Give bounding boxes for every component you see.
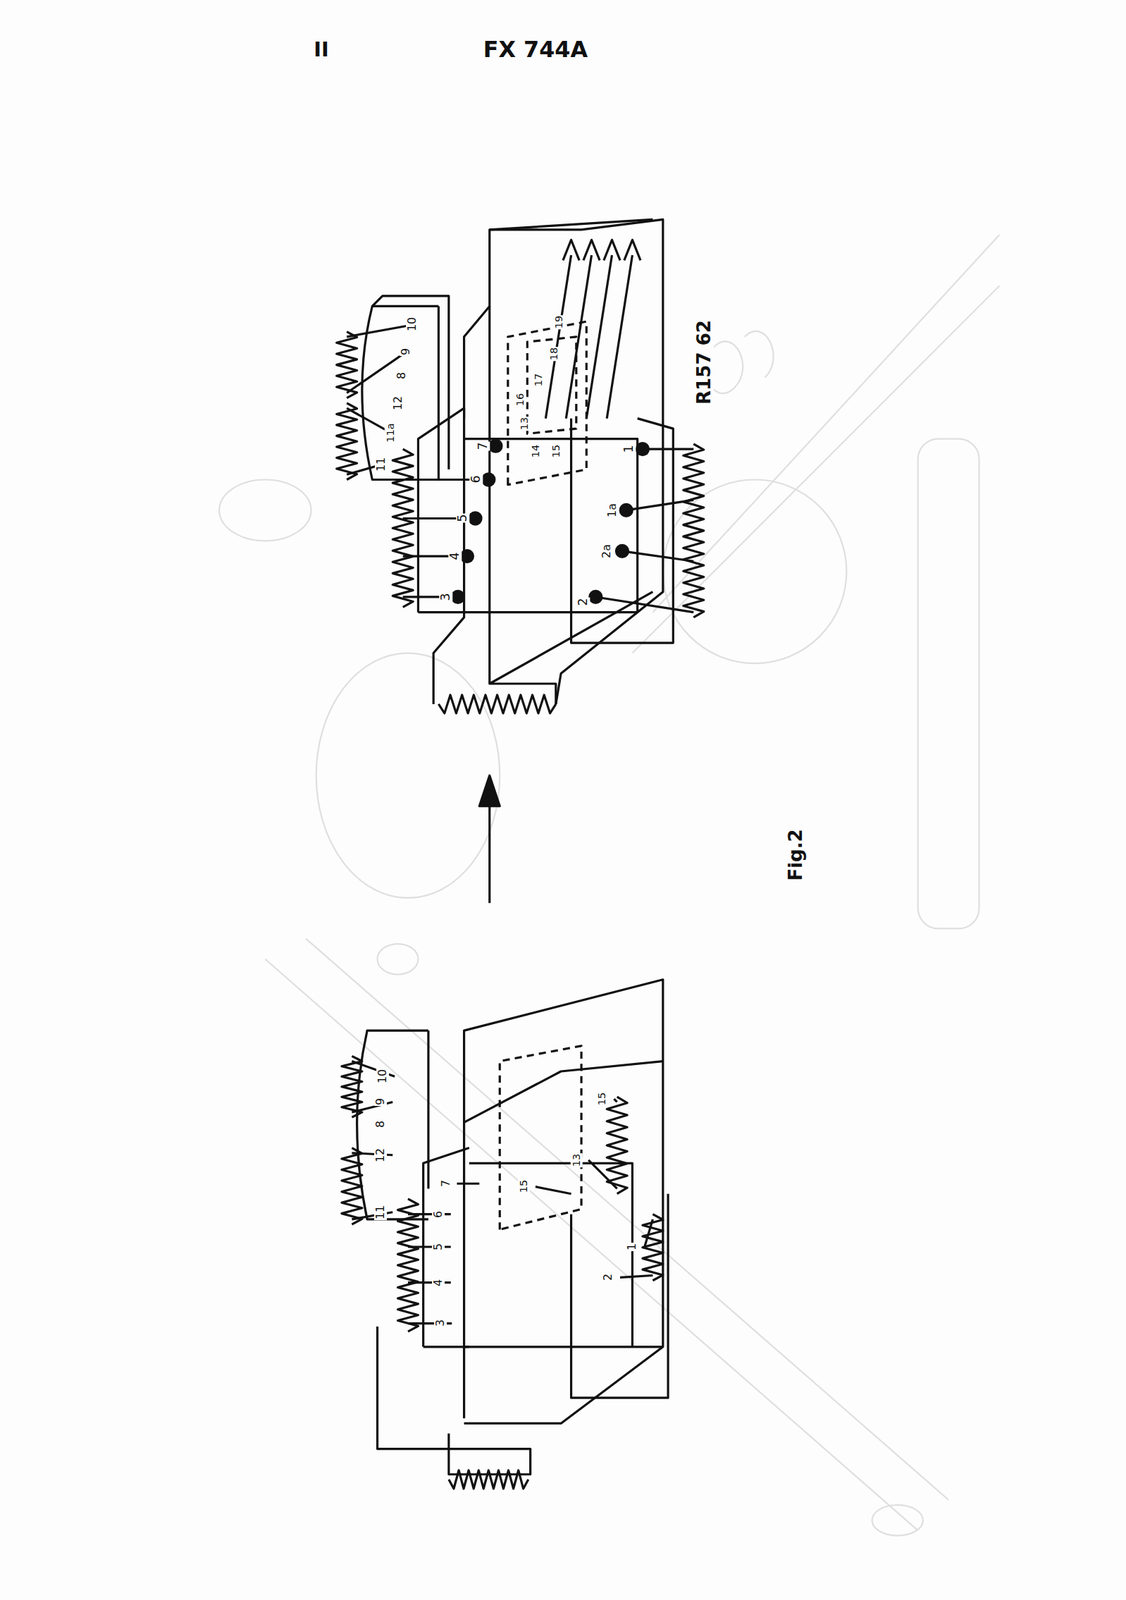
pin-number: 18 [548,346,561,361]
coil-winding [336,403,358,480]
pin-number: 7 [439,1178,453,1188]
pin-number: 4 [448,551,462,561]
pin-number: 1a [605,502,619,518]
pin-number: 19 [553,314,566,330]
pin-number: 9 [374,1097,387,1106]
coil-winding [392,448,413,607]
pin-number: 11a [384,422,397,443]
coil-winding [398,1198,419,1332]
coil-winding [341,1147,363,1225]
lower-transformer [351,979,668,1475]
pin-number: 12 [391,395,405,411]
pin-number: 6 [469,474,483,485]
pin-number: 8 [395,371,408,380]
pin-number: 17 [532,372,545,387]
pin-number: 13 [570,1152,583,1167]
pin-number: 15 [596,1091,609,1106]
coil-winding [642,1214,664,1281]
coil-winding [448,1469,529,1489]
pin-number: 2a [600,543,614,559]
coil-winding [438,694,556,714]
upper-transformer [346,219,694,704]
pin-number: 14 [529,443,542,459]
pin-number: 2 [601,1272,615,1282]
pin-number: 15 [517,1178,530,1193]
coil-winding [341,1055,363,1117]
pin-number: 3 [434,1318,447,1327]
coil-winding [606,1096,628,1194]
pin-number: 2 [576,596,590,606]
arrow [479,775,500,903]
part-number: R157 62 [694,319,714,406]
pin-number: 12 [374,1146,387,1162]
pin-number: 5 [455,513,470,523]
pin-number: 6 [431,1209,445,1218]
pin-number: 9 [399,347,413,356]
pin-number: 11 [374,455,388,472]
coil-windings [336,331,704,1489]
pin-number: 7 [476,441,490,451]
pin-number: 13 [518,415,531,430]
pin-number: 5 [431,1242,445,1251]
page-header: FX 744A [482,37,589,62]
coil-winding [683,443,704,618]
coil-winding [336,331,358,399]
pin-number: 1 [622,443,636,454]
pin-number: 10 [405,316,419,332]
pin-number: 4 [431,1277,445,1286]
pin-number: 16 [514,392,527,407]
pin-number: 3 [438,591,453,602]
pin-number: 11 [374,1203,387,1220]
pin-number: 15 [550,443,563,459]
figure-caption: Fig.2 [785,827,806,882]
pin-number: 1 [625,1242,639,1251]
bleed-through [219,234,1000,1536]
pin-number: 10 [376,1068,389,1084]
pin-number: 8 [374,1119,387,1129]
page-header: II [312,38,330,60]
